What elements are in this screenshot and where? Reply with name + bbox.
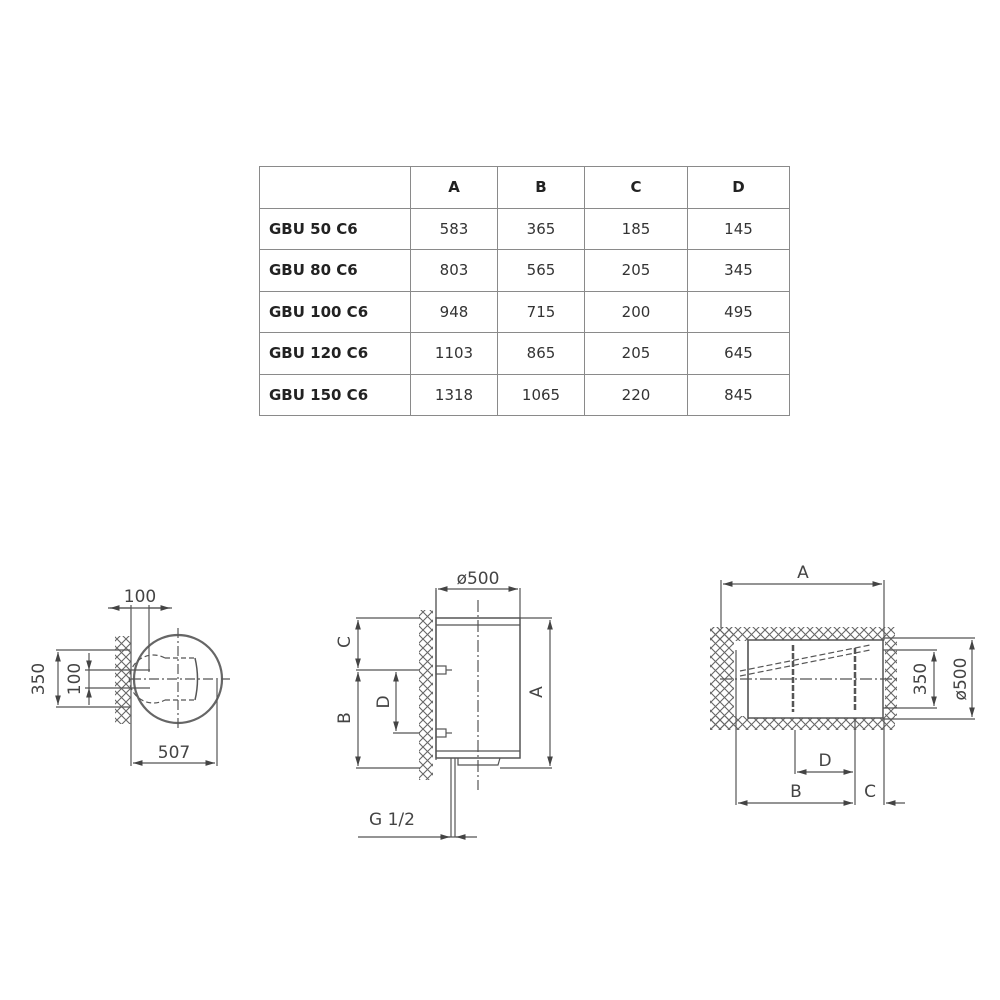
header-b: B	[497, 166, 585, 209]
cell-d: 145	[687, 207, 790, 250]
cell-a: 948	[410, 290, 498, 333]
dim-label-d: D	[374, 695, 394, 708]
cell-b: 565	[497, 249, 585, 292]
model-name: GBU 80 C6	[259, 249, 411, 292]
cell-b: 865	[497, 332, 585, 375]
dim-diameter: ø500	[951, 658, 971, 701]
cell-c: 205	[584, 332, 688, 375]
dimensions-table: A B C D GBU 50 C6 583 365 185 145 GBU 80…	[259, 166, 790, 416]
top-view-drawing	[55, 605, 230, 766]
wall-hatch	[419, 610, 433, 780]
model-name: GBU 150 C6	[259, 373, 411, 416]
cell-c: 185	[584, 207, 688, 250]
header-d: D	[687, 166, 790, 209]
table-row: GBU 120 C6 1103 865 205 645	[259, 332, 790, 375]
dim-height: 350	[29, 663, 49, 695]
connection-label: G 1/2	[369, 810, 415, 830]
tank-body	[435, 617, 521, 759]
dim-label-a: A	[797, 563, 809, 583]
cell-c: 205	[584, 249, 688, 292]
dim-label-c: C	[864, 782, 876, 802]
horizontal-view-drawing	[710, 580, 975, 806]
cell-b: 1065	[497, 373, 585, 416]
model-name: GBU 100 C6	[259, 290, 411, 333]
dim-label-b: B	[335, 712, 355, 724]
cell-d: 845	[687, 373, 790, 416]
cell-a: 583	[410, 207, 498, 250]
wall-hatch	[115, 636, 131, 724]
dim-depth: 507	[158, 743, 190, 763]
cell-b: 715	[497, 290, 585, 333]
dim-label-c: C	[335, 636, 355, 648]
cell-d: 345	[687, 249, 790, 292]
dim-label-b: B	[790, 782, 802, 802]
cell-d: 495	[687, 290, 790, 333]
cell-a: 1318	[410, 373, 498, 416]
table-row: GBU 150 C6 1318 1065 220 845	[259, 373, 790, 416]
table-row: GBU 80 C6 803 565 205 345	[259, 249, 790, 292]
dim-bracket-offset: 100	[124, 587, 156, 607]
model-name: GBU 120 C6	[259, 332, 411, 375]
dim-label-a: A	[527, 686, 547, 698]
cell-c: 220	[584, 373, 688, 416]
cell-b: 365	[497, 207, 585, 250]
table-row: GBU 50 C6 583 365 185 145	[259, 207, 790, 250]
dim-inner-spacing: 100	[65, 663, 85, 695]
side-view-drawing	[355, 586, 553, 840]
dim-diameter: ø500	[457, 569, 500, 589]
cell-d: 645	[687, 332, 790, 375]
dim-label-d: D	[818, 751, 831, 771]
header-c: C	[584, 166, 688, 209]
dim-height: 350	[911, 663, 931, 695]
model-name: GBU 50 C6	[259, 207, 411, 250]
